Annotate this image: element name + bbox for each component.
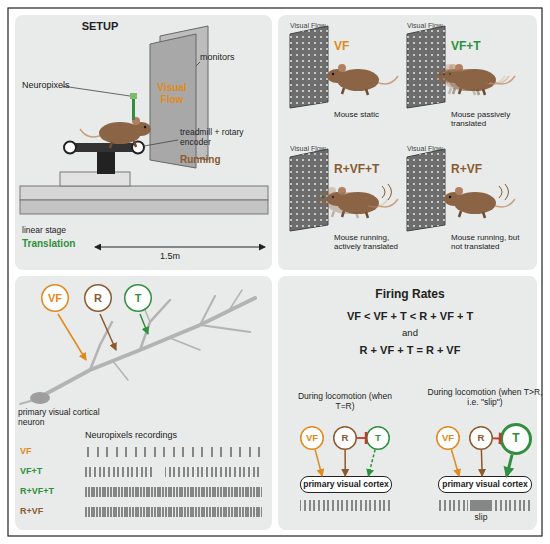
- text-label: SETUP: [70, 20, 130, 33]
- input-circle: VF: [41, 284, 69, 312]
- text-label: R+VF+T: [20, 486, 82, 496]
- text-label: Visual Flow: [407, 22, 457, 30]
- input-circle: T: [500, 423, 532, 455]
- circle-shape: [470, 427, 493, 450]
- node-text: primary visual cortex: [442, 480, 528, 489]
- text-label: R+VF+T: [334, 163, 404, 177]
- text-label: Mouse running, actively translated: [334, 233, 404, 251]
- text-label: Firing Rates: [330, 288, 490, 302]
- text-label: During locomotion (when T>R, i.e. "slip"…: [425, 388, 545, 408]
- text-label: Running: [180, 154, 240, 166]
- node-text: R: [478, 433, 485, 443]
- circle-shape: [85, 285, 112, 312]
- circle-shape: [367, 427, 390, 450]
- connector-arrow: [357, 437, 366, 439]
- circle-shape: [502, 425, 531, 454]
- circle-shape: [301, 427, 324, 450]
- text-label: VF: [334, 40, 404, 54]
- spike-rasters: [85, 447, 532, 517]
- connector-arrow: [507, 455, 512, 477]
- connector-arrow: [451, 450, 459, 477]
- text-label: Mouse static: [334, 110, 404, 119]
- text-label: slip: [459, 513, 503, 523]
- connector-arrow: [344, 450, 346, 476]
- input-arrows: [58, 314, 148, 360]
- text-label: 1.5m: [150, 251, 190, 261]
- input-circle: R: [84, 284, 112, 312]
- panel: [15, 276, 272, 530]
- text-label: Visual Flow: [290, 22, 340, 30]
- text-label: Neuropixels: [22, 80, 82, 90]
- node-text: VF: [48, 292, 62, 304]
- text-label: VF+T: [20, 466, 82, 476]
- text-label: During locomotion (when T=R): [290, 392, 400, 412]
- process-box: primary visual cortex: [438, 476, 532, 493]
- connector-arrow: [315, 450, 322, 476]
- node-text: VF: [442, 433, 454, 443]
- text-label: and: [380, 328, 440, 339]
- input-circle: VF: [300, 426, 324, 450]
- text-label: Visual Flow: [407, 145, 457, 153]
- text-label: Visual Flow: [150, 82, 194, 105]
- circle-shape: [125, 285, 152, 312]
- input-circle: VF: [436, 426, 460, 450]
- node-text: VF: [306, 433, 318, 443]
- input-circle: T: [366, 426, 390, 450]
- panel: [278, 15, 537, 270]
- condition-scenes: [290, 26, 515, 231]
- node-text: primary visual cortex: [303, 480, 389, 489]
- setup-drawing: [20, 26, 268, 247]
- text-label: VF: [20, 446, 82, 456]
- text-label: R+VF: [451, 163, 521, 177]
- text-label: Mouse running, but not translated: [451, 233, 521, 251]
- circle-shape: [334, 427, 357, 450]
- input-circle: R: [469, 426, 493, 450]
- input-circle: T: [124, 284, 152, 312]
- text-label: VF+T: [451, 40, 521, 54]
- frame: [8, 8, 542, 536]
- node-text: T: [135, 292, 142, 304]
- text-label: R+VF: [20, 506, 82, 516]
- text-label: Translation: [22, 238, 92, 250]
- text-label: monitors: [200, 52, 250, 62]
- connector-arrow: [481, 450, 483, 476]
- text-label: Visual Flow: [290, 145, 340, 153]
- input-circle: R: [333, 426, 357, 450]
- connector-arrow: [493, 437, 500, 439]
- text-label: VF < VF + T < R + VF + T: [300, 310, 520, 323]
- text-label: linear stage: [22, 226, 92, 236]
- connector-arrow: [368, 450, 375, 476]
- text-label: treadmill + rotary encoder: [180, 128, 250, 148]
- node-text: T: [512, 432, 519, 445]
- node-text: T: [375, 433, 381, 443]
- process-box: primary visual cortex: [300, 476, 392, 493]
- circle-shape: [42, 285, 69, 312]
- node-text: R: [94, 292, 102, 304]
- panel: [15, 15, 272, 270]
- circle-shape: [437, 427, 460, 450]
- text-label: primary visual cortical neuron: [18, 408, 108, 428]
- text-label: Neuropixels recordings: [85, 430, 235, 440]
- node-text: R: [342, 433, 349, 443]
- text-label: Mouse passively translated: [451, 110, 521, 128]
- text-label: R + VF + T = R + VF: [300, 344, 520, 357]
